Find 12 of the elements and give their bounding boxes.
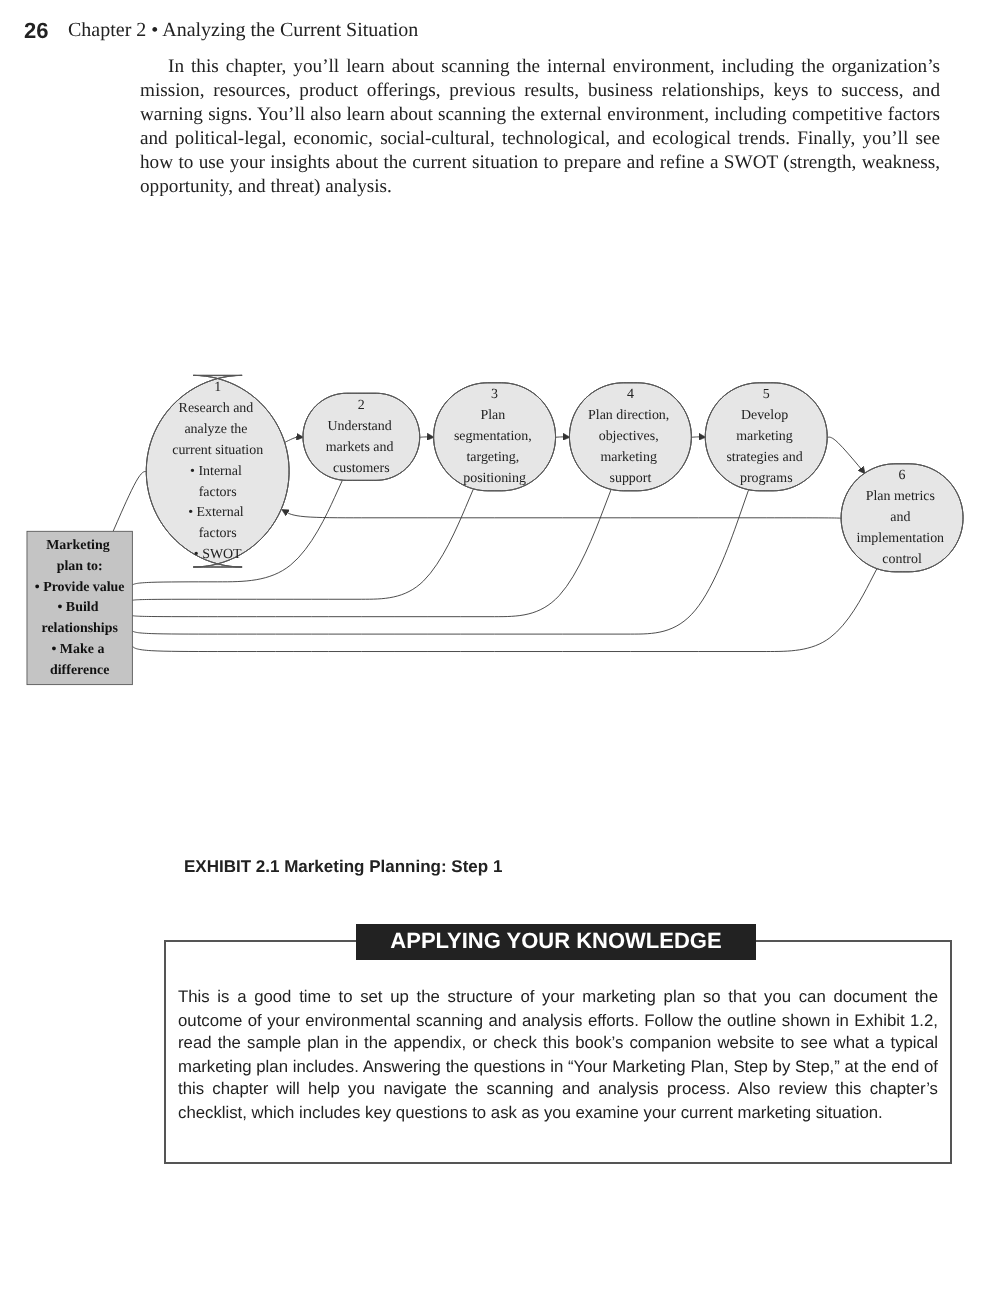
connector — [112, 471, 148, 532]
connector — [131, 488, 474, 601]
intro-paragraph: In this chapter, you’ll learn about scanning the internal environment, including the organization’s mission, resources, product offerings, previous results, business relationships, keys to success, and warning signs. You’ll also learn about scanning the external environment, including competitive factors and political-legal, economic, social-cultural, technological, and ecological trends. Finally, you’ll see how to use your insights about the current situation to prepare and refine a SWOT (strength, weakness, opportunity, and threat) analysis. — [140, 56, 940, 200]
running-head: Chapter 2 • Analyzing the Current Situation — [68, 20, 419, 42]
sidebar-heading: APPLYING YOUR KNOWLEDGE — [356, 924, 756, 960]
connector — [131, 489, 612, 618]
figure-caption: EXHIBIT 2.1 Marketing Planning: Step 1 — [184, 856, 503, 876]
page-number: 26 — [24, 20, 49, 44]
sidebar-paragraph: This is a good time to set up the structure of your marketing plan so that you can document the outcome of your environmental scanning and analysis efforts. Follow the outline shown in Exhibit 1.2, read the sample plan in the appendix, or check this book’s companion website to see what a typical marketing plan includes. Answering the questions in “Your Marketing Plan, Step by Step,” at the end of this chapter will help you navigate the scanning and analysis process. Also review this chapter’s checklist, which includes key questions to ask as you examine your current marketing situation. — [178, 986, 938, 1124]
connector — [131, 568, 878, 652]
connector — [131, 489, 749, 635]
connector — [131, 480, 343, 586]
